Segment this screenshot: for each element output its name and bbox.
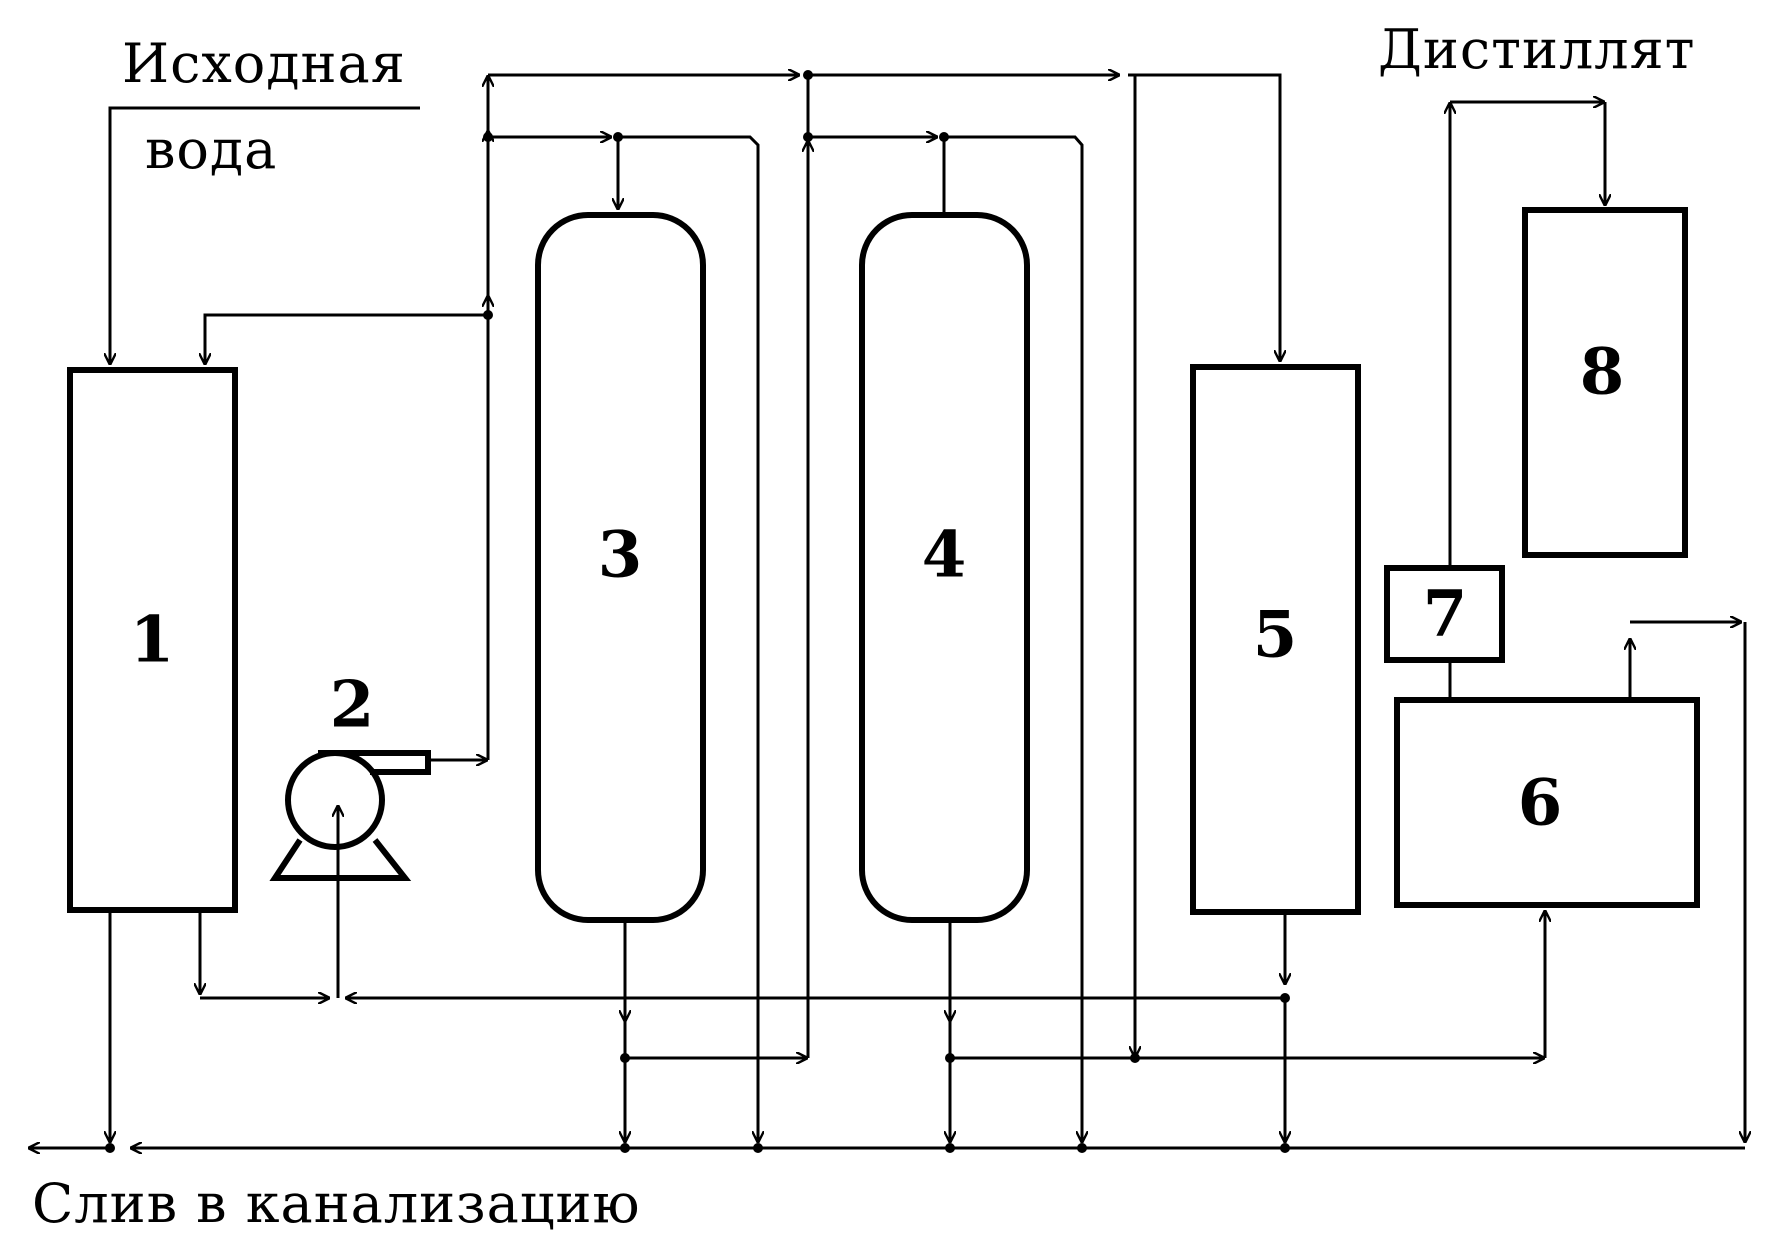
- pipe-junctions: [105, 70, 1290, 1153]
- unit-6-number: 6: [1518, 766, 1563, 841]
- drain-label: Слив в канализацию: [32, 1172, 641, 1235]
- unit-7-number: 7: [1423, 577, 1468, 652]
- source-water-label-line2: вода: [145, 118, 277, 181]
- distillate-label: Дистиллят: [1378, 18, 1696, 81]
- piping: [28, 75, 1745, 1148]
- unit-5-number: 5: [1253, 598, 1298, 673]
- unit-8-number: 8: [1580, 335, 1625, 410]
- unit-2-pump: [275, 753, 428, 878]
- unit-1-number: 1: [130, 603, 175, 678]
- unit-3-number: 3: [598, 518, 643, 593]
- unit-2-number: 2: [330, 668, 375, 743]
- source-water-label-line1: Исходная: [122, 32, 406, 95]
- unit-4-number: 4: [922, 518, 967, 593]
